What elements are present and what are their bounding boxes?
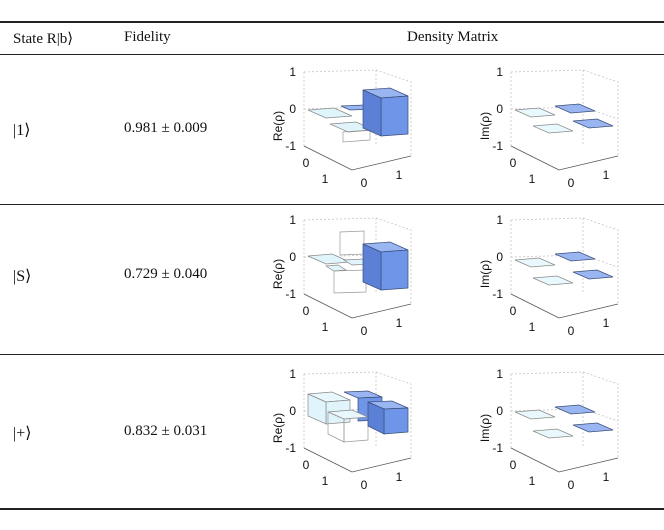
row-3-im-plot: Im(ρ) 1 0 -1 0 1 0 1 <box>478 367 619 492</box>
col-tick-0: 0 <box>361 324 368 338</box>
row-2-rule <box>0 354 664 355</box>
box-frame <box>510 217 619 319</box>
row-3-re-plot: Re(ρ) 1 0 -1 0 1 0 1 <box>271 367 412 492</box>
z-tick-0: 0 <box>496 102 503 116</box>
header-rule <box>0 54 664 55</box>
row-tick-0: 0 <box>510 304 517 318</box>
im-axis-label: Im(ρ) <box>478 414 492 442</box>
row-1-im-plot: Im(ρ) 1 0 -1 0 1 0 1 <box>478 65 619 190</box>
z-tick-neg1: -1 <box>492 441 503 455</box>
bars <box>307 230 409 294</box>
z-tick-neg1: -1 <box>492 287 503 301</box>
col-tick-0: 0 <box>361 176 368 190</box>
row-2-im-plot: Im(ρ) 1 0 -1 0 1 0 1 <box>478 213 619 338</box>
col-tick-1: 1 <box>603 316 610 330</box>
row-2-fidelity: 0.729 ± 0.040 <box>124 266 208 282</box>
col-tick-1: 1 <box>603 168 610 182</box>
row-tick-0: 0 <box>303 156 310 170</box>
row-tick-0: 0 <box>303 458 310 472</box>
row-tick-0: 0 <box>303 304 310 318</box>
top-rule <box>0 21 664 23</box>
z-tick-0: 0 <box>289 404 296 418</box>
col-tick-1: 1 <box>396 168 403 182</box>
z-tick-1: 1 <box>496 65 503 79</box>
row-1-fidelity: 0.981 ± 0.009 <box>124 120 208 136</box>
z-tick-1: 1 <box>496 213 503 227</box>
z-tick-1: 1 <box>496 367 503 381</box>
col-tick-0: 0 <box>568 324 575 338</box>
row-tick-1: 1 <box>529 172 536 186</box>
bars <box>514 103 614 134</box>
z-tick-0: 0 <box>289 102 296 116</box>
z-tick-1: 1 <box>289 213 296 227</box>
box-frame <box>510 69 619 171</box>
header-density-matrix: Density Matrix <box>407 29 499 45</box>
row-tick-0: 0 <box>510 458 517 472</box>
col-tick-0: 0 <box>568 176 575 190</box>
re-axis-label: Re(ρ) <box>271 259 285 289</box>
row-tick-1: 1 <box>322 172 329 186</box>
re-axis-label: Re(ρ) <box>271 413 285 443</box>
bars <box>307 87 409 143</box>
z-tick-neg1: -1 <box>285 287 296 301</box>
col-tick-0: 0 <box>568 478 575 492</box>
z-tick-1: 1 <box>289 367 296 381</box>
z-tick-neg1: -1 <box>285 441 296 455</box>
im-axis-label: Im(ρ) <box>478 260 492 288</box>
col-tick-1: 1 <box>396 470 403 484</box>
row-1-rule <box>0 204 664 205</box>
col-tick-1: 1 <box>603 470 610 484</box>
z-tick-0: 0 <box>496 250 503 264</box>
row-tick-1: 1 <box>322 474 329 488</box>
z-tick-neg1: -1 <box>285 139 296 153</box>
row-3-fidelity: 0.832 ± 0.031 <box>124 423 208 439</box>
col-tick-0: 0 <box>361 478 368 492</box>
z-tick-neg1: -1 <box>492 139 503 153</box>
row-tick-1: 1 <box>322 320 329 334</box>
row-2-re-plot: Re(ρ) 1 0 -1 0 1 0 1 <box>271 213 412 338</box>
row-1-re-plot: Re(ρ) 1 0 -1 0 1 0 1 <box>271 65 412 190</box>
header-state: State R|b⟩ <box>13 31 74 47</box>
row-2-state: |S⟩ <box>13 268 32 285</box>
z-tick-0: 0 <box>496 404 503 418</box>
row-3-state: |+⟩ <box>13 425 32 442</box>
row-tick-0: 0 <box>510 156 517 170</box>
row-tick-1: 1 <box>529 320 536 334</box>
re-axis-label: Re(ρ) <box>271 111 285 141</box>
box-frame <box>510 371 619 473</box>
col-tick-1: 1 <box>396 316 403 330</box>
z-tick-1: 1 <box>289 65 296 79</box>
bars <box>307 390 409 443</box>
bottom-rule <box>0 508 664 510</box>
im-axis-label: Im(ρ) <box>478 112 492 140</box>
row-1-state: |1⟩ <box>13 122 31 139</box>
row-tick-1: 1 <box>529 474 536 488</box>
bars <box>514 251 614 286</box>
header-fidelity: Fidelity <box>124 29 171 45</box>
z-tick-0: 0 <box>289 250 296 264</box>
bars <box>514 404 614 439</box>
